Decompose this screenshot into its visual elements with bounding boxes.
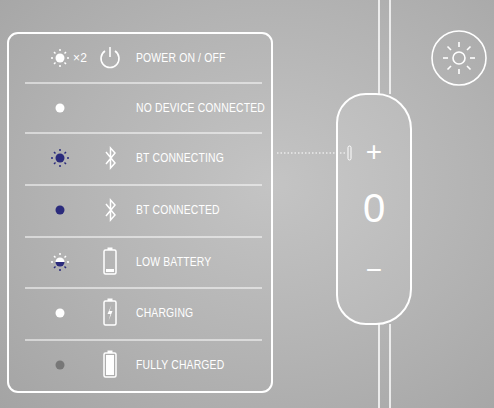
led-flash-white [51,49,69,67]
flash-count: ×2 [73,51,87,65]
button-symbol: + [338,138,410,166]
led-white [56,309,65,318]
light-badge [432,31,486,85]
button-symbol: − [338,256,410,284]
led-grey [56,361,65,370]
status-label: LOW BATTERY [136,255,211,269]
status-label: POWER ON / OFF [136,51,225,65]
row-dividers [25,83,262,340]
battery-charging-icon [104,299,116,326]
bluetooth-icon [106,200,115,220]
led-flash-blue [51,149,69,167]
status-label: BT CONNECTED [136,203,220,217]
legend-panel [8,33,272,392]
led-blue [56,206,65,215]
bluetooth-icon [106,148,115,168]
battery-full-icon [104,351,116,378]
remote-control: +0 − [336,93,412,325]
led-flash-white-blue [51,253,69,271]
status-label: BT CONNECTING [136,151,224,165]
button-symbol: 0 [338,188,410,228]
status-label: FULLY CHARGED [136,358,224,372]
battery-low-icon [104,248,116,275]
leader-line [277,152,345,153]
status-label: CHARGING [136,306,193,320]
led-white [56,104,65,113]
power-icon [101,47,119,67]
status-label: NO DEVICE CONNECTED [136,101,265,115]
